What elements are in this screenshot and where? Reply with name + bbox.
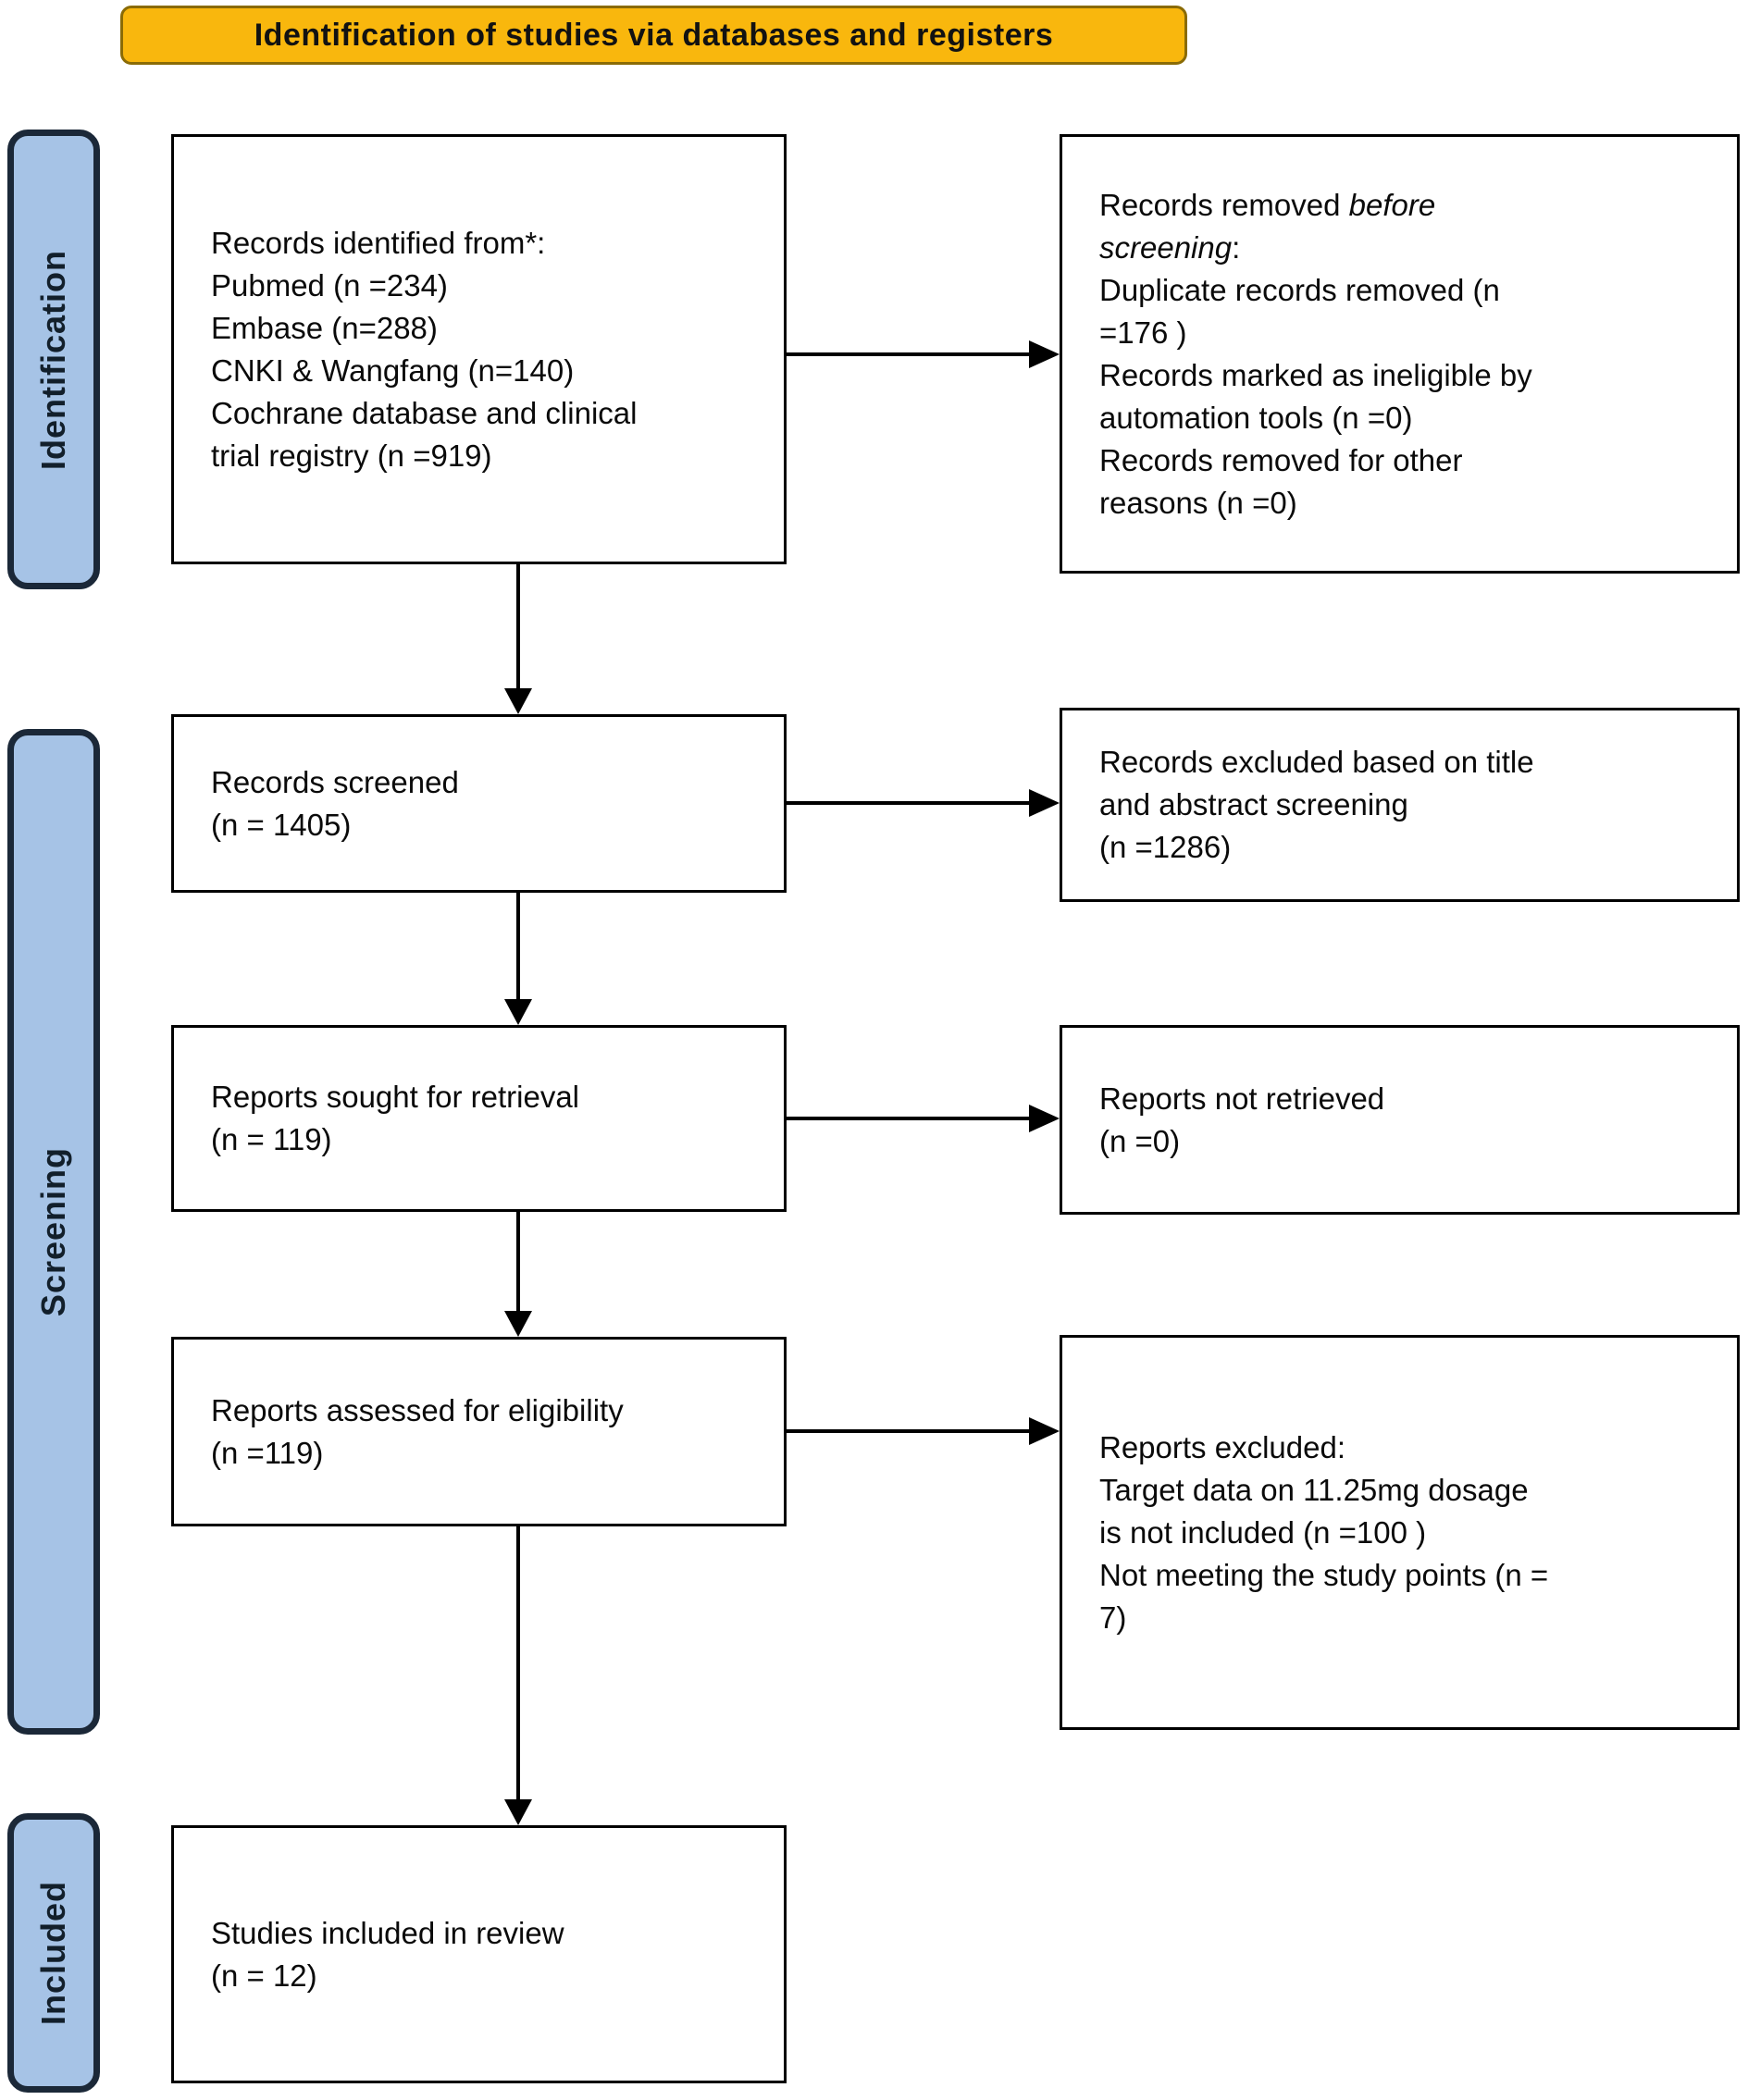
sidebar-label-included-text: Included (34, 1880, 72, 2025)
arrow-screened-to-sought-head (504, 999, 532, 1025)
arrow-sought-to-assessed-shaft (516, 1212, 520, 1311)
arrow-assessed-to-reports-excluded-shaft (787, 1429, 1029, 1433)
box-records-excluded: Records excluded based on title and abst… (1060, 708, 1740, 902)
arrow-sought-to-not-retrieved-shaft (787, 1117, 1029, 1120)
arrow-screened-to-excluded-shaft (787, 801, 1029, 805)
box-reports-sought-text: Reports sought for retrieval (n = 119) (211, 1080, 580, 1156)
box-reports-assessed-text: Reports assessed for eligibility (n =119… (211, 1392, 624, 1470)
sidebar-label-identification: Identification (7, 130, 100, 589)
box-records-removed: Records removed before screening: Duplic… (1060, 134, 1740, 574)
arrow-identified-to-removed-shaft (787, 352, 1029, 356)
box-reports-not-retrieved: Reports not retrieved (n =0) (1060, 1025, 1740, 1215)
box-records-identified-text: Records identified from*: Pubmed (n =234… (211, 225, 638, 473)
arrow-screened-to-excluded-head (1029, 789, 1060, 817)
records-removed-colon: : (1232, 229, 1241, 265)
arrow-identified-to-removed-head (1029, 340, 1060, 368)
arrow-sought-to-assessed-head (504, 1311, 532, 1337)
box-records-excluded-text: Records excluded based on title and abst… (1099, 745, 1534, 864)
banner: Identification of studies via databases … (120, 6, 1187, 65)
box-studies-included: Studies included in review (n = 12) (171, 1825, 787, 2083)
arrow-sought-to-not-retrieved-head (1029, 1105, 1060, 1132)
box-records-screened-text: Records screened (n = 1405) (211, 764, 459, 842)
arrow-assessed-to-included-shaft (516, 1526, 520, 1799)
records-removed-items: Duplicate records removed (n =176 ) Reco… (1099, 272, 1532, 520)
records-removed-italic: before screening (1099, 187, 1436, 265)
box-records-screened: Records screened (n = 1405) (171, 714, 787, 893)
box-reports-assessed: Reports assessed for eligibility (n =119… (171, 1337, 787, 1526)
box-studies-included-text: Studies included in review (n = 12) (211, 1915, 564, 1993)
box-records-identified: Records identified from*: Pubmed (n =234… (171, 134, 787, 564)
sidebar-label-screening-text: Screening (34, 1146, 72, 1317)
sidebar-label-identification-text: Identification (34, 249, 72, 470)
box-reports-excluded: Reports excluded: Target data on 11.25mg… (1060, 1335, 1740, 1730)
records-removed-prefix: Records removed (1099, 187, 1349, 222)
arrow-screened-to-sought-shaft (516, 893, 520, 999)
box-reports-sought: Reports sought for retrieval (n = 119) (171, 1025, 787, 1212)
box-reports-not-retrieved-text: Reports not retrieved (n =0) (1099, 1081, 1385, 1158)
sidebar-label-screening: Screening (7, 729, 100, 1735)
arrow-assessed-to-included-head (504, 1799, 532, 1825)
sidebar-label-included: Included (7, 1813, 100, 2093)
box-records-removed-text: Records removed before screening: Duplic… (1099, 184, 1532, 525)
box-reports-excluded-text: Reports excluded: Target data on 11.25mg… (1099, 1429, 1549, 1635)
arrow-identified-to-screened-head (504, 688, 532, 714)
arrow-assessed-to-reports-excluded-head (1029, 1417, 1060, 1445)
banner-title: Identification of studies via databases … (254, 17, 1054, 53)
arrow-identified-to-screened-shaft (516, 564, 520, 688)
